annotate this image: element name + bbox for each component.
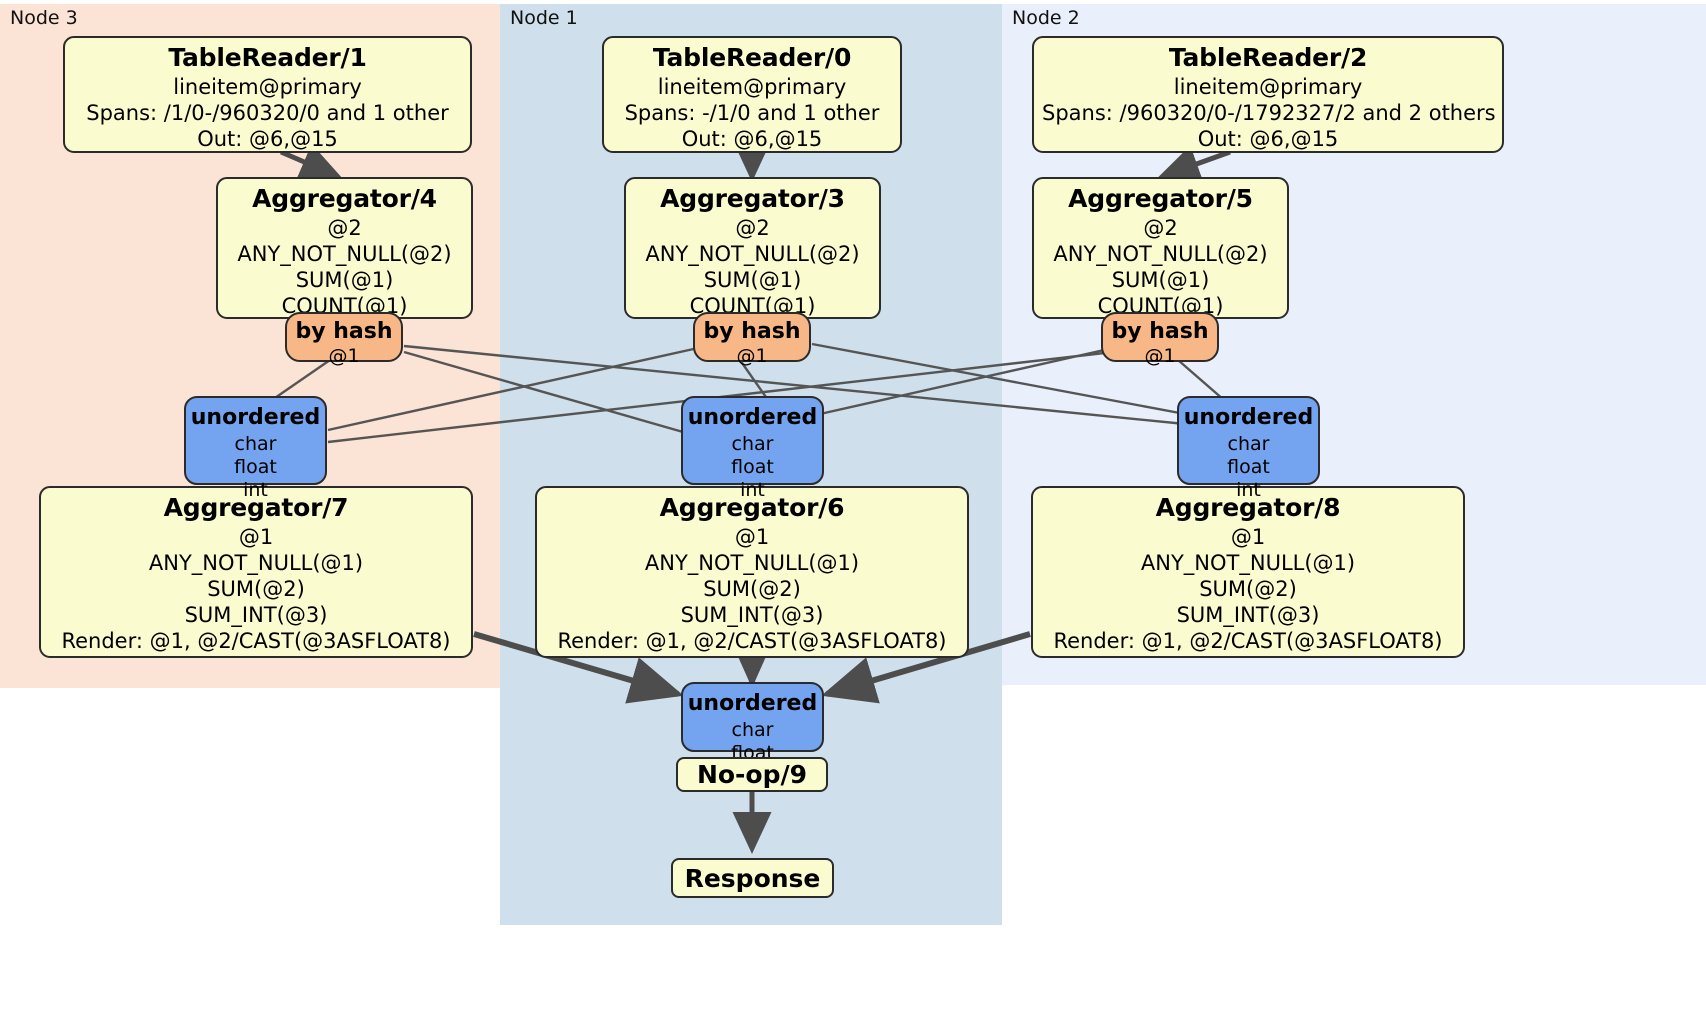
processor-line: @1: [1230, 524, 1266, 549]
processor-line: ANY_NOT_NULL(@1): [148, 550, 364, 575]
processor-aggregator-3[interactable]: Aggregator/3 @2 ANY_NOT_NULL(@2) SUM(@1)…: [624, 177, 881, 319]
processor-aggregator-8[interactable]: Aggregator/8 @1 ANY_NOT_NULL(@1) SUM(@2)…: [1031, 486, 1465, 658]
input-synchronizer-unordered-7[interactable]: unordered char float int: [184, 396, 327, 501]
router-line: @1: [1144, 345, 1176, 368]
processor-line: Out: @6,@15: [681, 126, 823, 151]
router-title: by hash: [295, 319, 393, 344]
processor-line: @2: [735, 215, 770, 240]
processor-aggregator-6[interactable]: Aggregator/6 @1 ANY_NOT_NULL(@1) SUM(@2)…: [535, 486, 969, 658]
processor-title: Aggregator/4: [252, 184, 437, 213]
processor-line: SUM(@1): [1111, 267, 1210, 292]
processor-aggregator-7[interactable]: Aggregator/7 @1 ANY_NOT_NULL(@1) SUM(@2)…: [39, 486, 473, 658]
processor-line: Render: @1, @2/CAST(@3ASFLOAT8): [61, 628, 451, 653]
processor-line: Spans: /960320/0-/1792327/2 and 2 others: [1042, 100, 1496, 125]
sync-line: float: [731, 456, 774, 478]
input-synchronizer-unordered-final[interactable]: unordered char float: [681, 682, 824, 764]
input-synchronizer-unordered-6[interactable]: unordered char float int: [681, 396, 824, 501]
processor-line: SUM_INT(@3): [184, 602, 328, 627]
sync-title: unordered: [687, 691, 818, 716]
node-region-label-node1: Node 1: [510, 7, 578, 29]
processor-title: TableReader/0: [652, 43, 852, 72]
sync-line: int: [740, 479, 765, 502]
processor-aggregator-4[interactable]: Aggregator/4 @2 ANY_NOT_NULL(@2) SUM(@1)…: [216, 177, 473, 319]
processor-line: lineitem@primary: [657, 74, 847, 99]
processor-line: Out: @6,@15: [197, 126, 338, 151]
processor-line: ANY_NOT_NULL(@1): [644, 550, 860, 575]
processor-line: Spans: -/1/0 and 1 other: [624, 100, 880, 125]
processor-title: Aggregator/5: [1068, 184, 1253, 213]
processor-title: Aggregator/6: [659, 493, 845, 522]
sync-title: unordered: [1183, 405, 1314, 430]
node-region-label-node2: Node 2: [1012, 7, 1080, 29]
output-router-by-hash-4[interactable]: by hash @1: [285, 312, 403, 367]
sync-title: unordered: [687, 405, 818, 430]
sync-line: int: [1236, 479, 1261, 502]
processor-line: lineitem@primary: [1173, 74, 1363, 99]
processor-line: SUM(@1): [295, 267, 394, 292]
router-line: @1: [736, 345, 768, 368]
sync-line: char: [731, 432, 774, 455]
router-title: by hash: [1111, 319, 1209, 344]
sync-line: char: [1227, 432, 1270, 455]
processor-line: ANY_NOT_NULL(@2): [237, 241, 452, 266]
processor-tablereader-0[interactable]: TableReader/0 lineitem@primary Spans: -/…: [602, 36, 902, 153]
processor-line: SUM(@2): [1199, 576, 1297, 601]
processor-title: No-op/9: [696, 760, 808, 789]
processor-tablereader-2[interactable]: TableReader/2 lineitem@primary Spans: /9…: [1032, 36, 1504, 153]
processor-line: SUM(@2): [703, 576, 801, 601]
processor-line: Render: @1, @2/CAST(@3ASFLOAT8): [1053, 628, 1443, 653]
processor-line: ANY_NOT_NULL(@2): [645, 241, 860, 266]
processor-line: @2: [1143, 215, 1178, 240]
processor-line: SUM_INT(@3): [1176, 602, 1320, 627]
response-title: Response: [684, 863, 821, 893]
sync-line: float: [1227, 456, 1270, 478]
processor-line: SUM(@2): [207, 576, 305, 601]
processor-line: Render: @1, @2/CAST(@3ASFLOAT8): [557, 628, 947, 653]
output-router-by-hash-5[interactable]: by hash @1: [1101, 312, 1219, 367]
processor-noop-9[interactable]: No-op/9: [676, 757, 828, 792]
processor-line: @2: [327, 215, 362, 240]
processor-title: TableReader/1: [168, 43, 367, 72]
sync-line: float: [234, 456, 277, 478]
processor-line: Out: @6,@15: [1197, 126, 1339, 151]
input-synchronizer-unordered-8[interactable]: unordered char float int: [1177, 396, 1320, 501]
processor-title: Aggregator/7: [163, 493, 349, 522]
processor-line: @1: [734, 524, 770, 549]
processor-line: lineitem@primary: [173, 74, 362, 99]
sync-line: int: [243, 479, 268, 502]
router-title: by hash: [703, 319, 801, 344]
processor-line: Spans: /1/0-/960320/0 and 1 other: [86, 100, 449, 125]
sync-title: unordered: [190, 405, 321, 430]
output-router-by-hash-3[interactable]: by hash @1: [693, 312, 811, 367]
processor-title: Aggregator/3: [660, 184, 845, 213]
processor-line: SUM(@1): [703, 267, 802, 292]
processor-aggregator-5[interactable]: Aggregator/5 @2 ANY_NOT_NULL(@2) SUM(@1)…: [1032, 177, 1289, 319]
node-region-label-node3: Node 3: [10, 7, 78, 29]
processor-tablereader-1[interactable]: TableReader/1 lineitem@primary Spans: /1…: [63, 36, 472, 153]
processor-title: Aggregator/8: [1155, 493, 1341, 522]
processor-line: SUM_INT(@3): [680, 602, 824, 627]
processor-title: TableReader/2: [1168, 43, 1368, 72]
router-line: @1: [328, 345, 360, 368]
sync-line: char: [731, 718, 774, 741]
sync-line: char: [234, 432, 277, 455]
processor-line: ANY_NOT_NULL(@2): [1053, 241, 1268, 266]
response-node[interactable]: Response: [671, 858, 834, 898]
processor-line: @1: [238, 524, 274, 549]
processor-line: ANY_NOT_NULL(@1): [1140, 550, 1356, 575]
